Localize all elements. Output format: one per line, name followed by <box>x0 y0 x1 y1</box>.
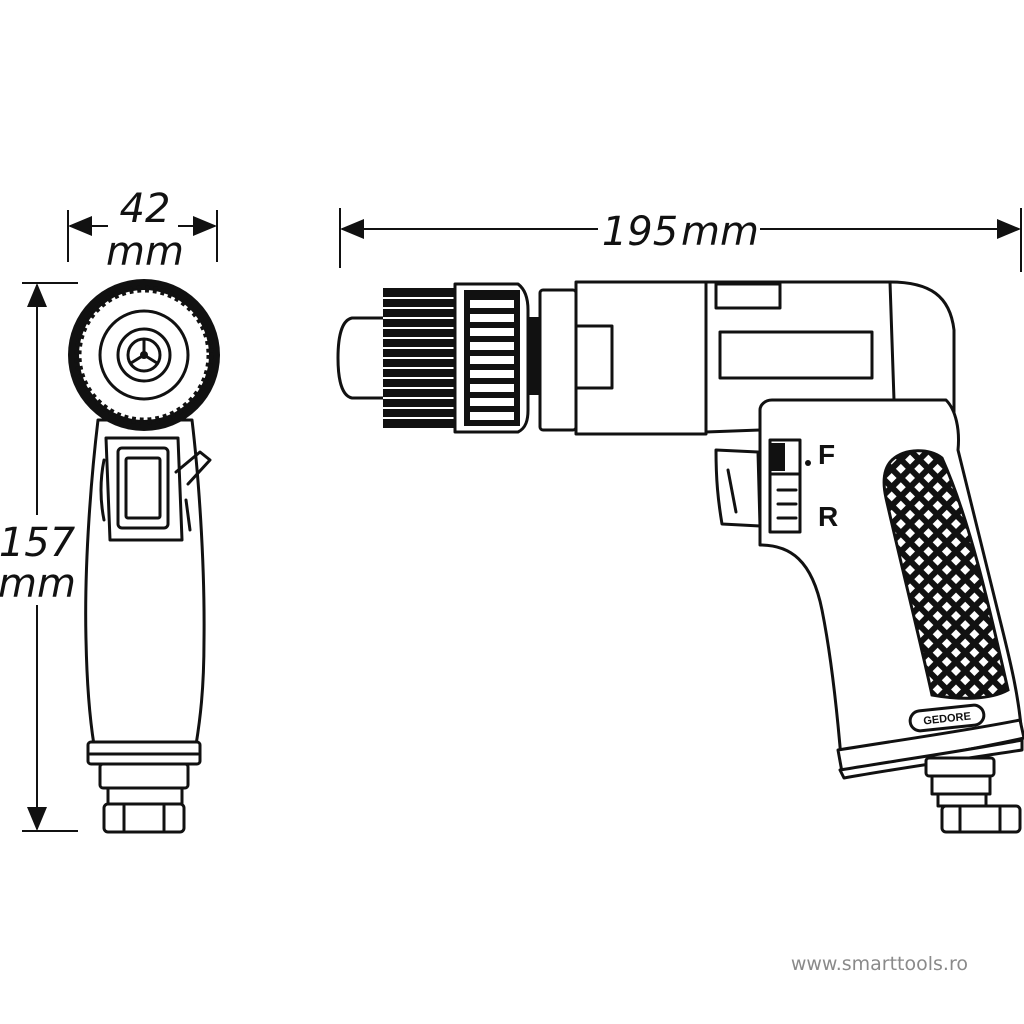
forward-label: F <box>818 439 835 470</box>
height-value: 157 <box>0 520 76 566</box>
length-dimension: 195 mm <box>339 208 1022 272</box>
brand-text: GEDORE <box>923 711 972 728</box>
reverse-label: R <box>818 501 838 532</box>
height-dimension: 157 mm <box>0 282 78 832</box>
drill-front-view: 42 mm 157 mm <box>0 186 220 834</box>
width-unit: mm <box>106 229 184 275</box>
width-dimension: 42 mm <box>67 186 218 275</box>
length-unit: mm <box>681 209 759 255</box>
width-value: 42 <box>120 186 171 232</box>
length-value: 195 <box>602 209 678 255</box>
watermark[interactable]: www.smarttools.ro <box>791 953 968 975</box>
height-unit: mm <box>0 561 76 607</box>
brand-badge: GEDORE <box>908 703 986 733</box>
drill-side-view: 195 mm <box>336 208 1024 834</box>
reverse-switch: F R <box>768 438 838 534</box>
